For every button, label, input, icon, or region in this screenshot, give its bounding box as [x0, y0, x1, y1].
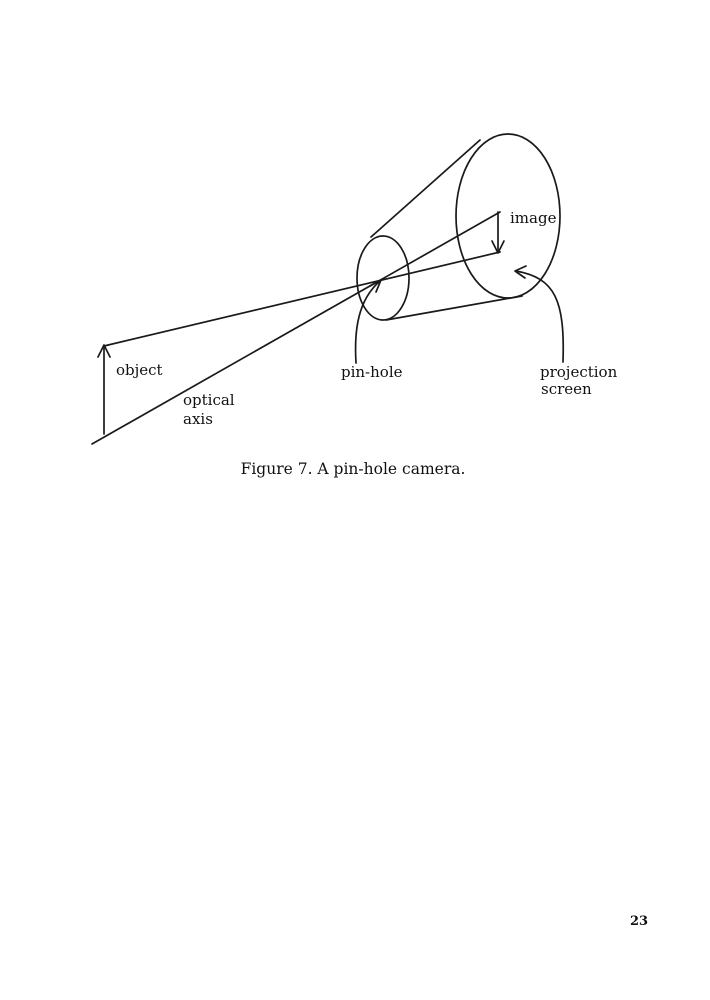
image-arrow-head — [491, 240, 505, 254]
projection-screen-pointer-head — [514, 265, 527, 279]
image-label: image — [510, 209, 557, 227]
page-number: 23 — [630, 914, 648, 929]
projection-screen-label-line1: projection — [540, 363, 618, 381]
light-ray — [103, 251, 501, 347]
object-arrow-head — [97, 344, 111, 358]
object-label: object — [116, 361, 163, 379]
pin-hole-pointer-head — [369, 279, 382, 293]
pin-hole-label: pin-hole — [341, 363, 403, 381]
pin-hole-pointer — [354, 280, 381, 364]
optical-axis-label-line2: axis — [183, 410, 213, 428]
projection-screen-label-line2: screen — [541, 380, 592, 398]
optical-axis-line — [91, 211, 501, 445]
optical-axis-label-line1: optical — [183, 391, 235, 409]
camera-body-bottom-edge — [385, 295, 523, 321]
projection-screen-pointer — [515, 270, 565, 363]
figure-caption: Figure 7. A pin-hole camera. — [241, 460, 466, 478]
camera-body-top-edge — [370, 139, 481, 238]
pin-hole-aperture — [356, 235, 410, 321]
